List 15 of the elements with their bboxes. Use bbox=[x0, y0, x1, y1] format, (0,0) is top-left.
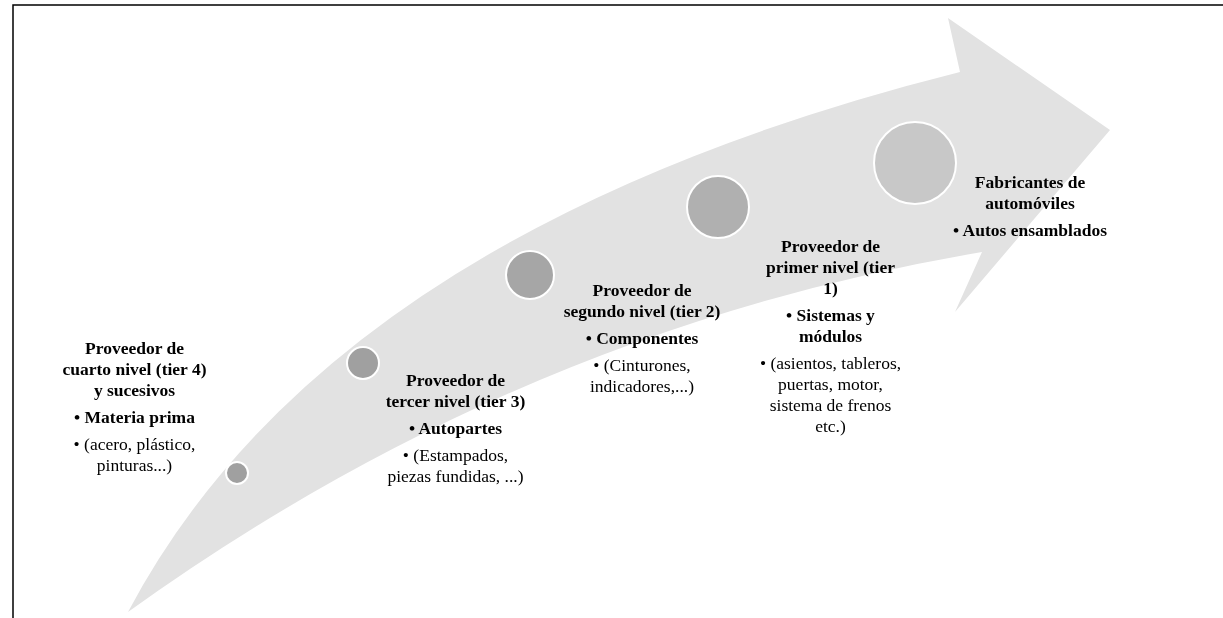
step-circle bbox=[225, 461, 249, 485]
tier-heading: Proveedor de primer nivel (tier 1) bbox=[765, 236, 896, 299]
tier-heading: Fabricantes de automóviles bbox=[973, 172, 1087, 214]
product-item: • Componentes bbox=[584, 328, 700, 349]
tier-heading: Proveedor de tercer nivel (tier 3) bbox=[384, 370, 527, 412]
product-item: • Sistemas y módulos bbox=[785, 305, 876, 347]
tier-heading: Proveedor de segundo nivel (tier 2) bbox=[562, 280, 722, 322]
example-item: • (Cinturones, indicadores,...) bbox=[589, 355, 695, 397]
product-item: • Autos ensamblados bbox=[952, 220, 1108, 241]
product-item: • Materia prima bbox=[73, 407, 196, 428]
example-item: • (acero, plástico, pinturas...) bbox=[72, 434, 197, 476]
example-item: • (Estampados, piezas fundidas, ...) bbox=[386, 445, 525, 487]
example-item: • (asientos, tableros, puertas, motor, sistema de frenos etc.) bbox=[758, 353, 903, 437]
tier-heading: Proveedor de cuarto nivel (tier 4) y sucesivos bbox=[62, 338, 207, 401]
product-item: • Autopartes bbox=[407, 418, 504, 439]
